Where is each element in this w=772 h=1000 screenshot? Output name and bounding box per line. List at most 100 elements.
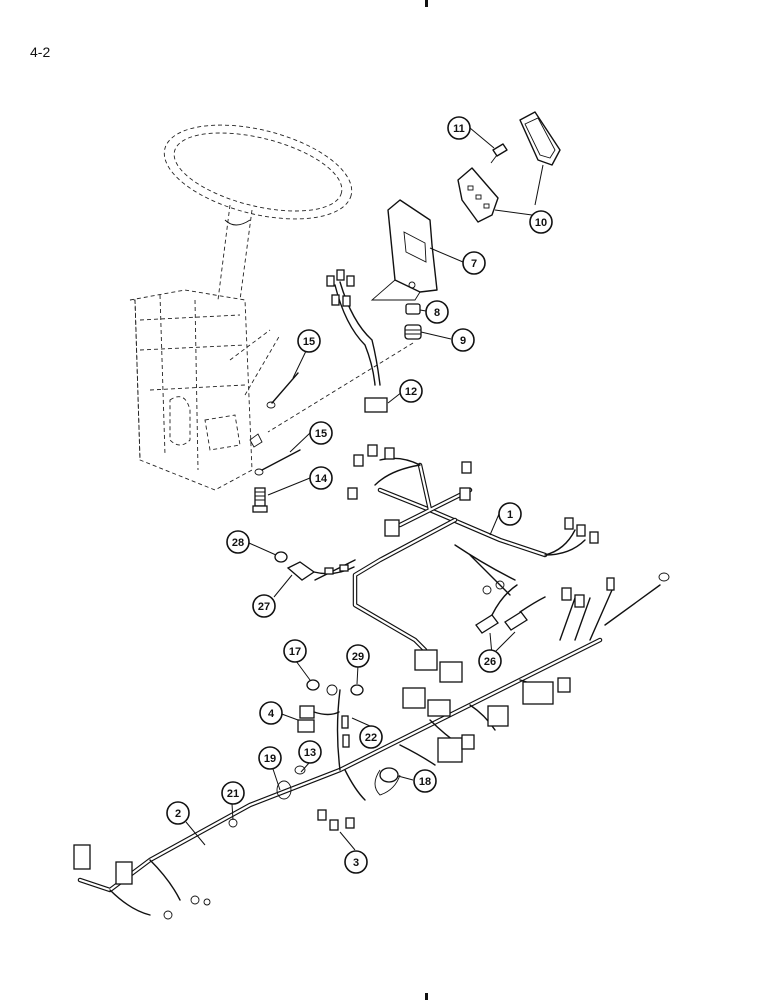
callout-circle [221, 781, 245, 805]
callout-2: 2 [166, 801, 190, 825]
steering-wheel [163, 124, 353, 301]
callout-number: 22 [365, 732, 377, 744]
sensor-pair [475, 580, 546, 634]
callout-number: 19 [264, 753, 276, 765]
callout-18: 18 [413, 769, 437, 793]
lock-nut [350, 684, 364, 696]
callout-circle [252, 594, 276, 618]
callout-number: 21 [227, 788, 239, 800]
callout-number: 26 [484, 656, 496, 668]
callout-circle [451, 328, 475, 352]
instrument-cluster-lens [519, 111, 561, 166]
registration-mark-bottom [425, 993, 428, 1000]
diode-connectors [317, 809, 355, 831]
callout-number: 8 [434, 307, 440, 319]
rubber-grommet [404, 324, 422, 340]
switch-nut [274, 551, 288, 563]
instrument-cluster-connector [457, 167, 499, 223]
cable-strap-lower [254, 449, 301, 476]
ring-terminal [326, 684, 338, 696]
callout-number: 4 [268, 708, 275, 720]
callout-28: 28 [226, 530, 250, 554]
callout-8: 8 [425, 300, 449, 324]
callout-number: 2 [175, 808, 181, 820]
callout-7: 7 [462, 251, 486, 275]
callout-29: 29 [346, 644, 370, 668]
callout-1: 1 [498, 502, 522, 526]
callout-circle [447, 116, 471, 140]
callout-circle [462, 251, 486, 275]
callout-circle [478, 649, 502, 673]
cab-wiring-harness [314, 444, 599, 653]
callout-circle [346, 644, 370, 668]
callout-circle [498, 502, 522, 526]
harness-clip [341, 715, 350, 748]
relay-connector [297, 705, 340, 733]
callout-number: 10 [535, 217, 547, 229]
callout-circle [283, 639, 307, 663]
callout-circle [425, 300, 449, 324]
callout-circle [298, 740, 322, 764]
callout-17: 17 [283, 639, 307, 663]
pressure-switch [286, 561, 355, 581]
callout-circle [258, 746, 282, 770]
chassis-wiring-harness [73, 637, 603, 920]
callout-26: 26 [478, 649, 502, 673]
callout-group: 11 10 7 8 9 15 12 15 14 1 28 27 26 17 29 4 22 19 13 18 21 2 3 [166, 116, 553, 874]
cable-tie [276, 780, 292, 800]
callout-number: 11 [453, 123, 465, 135]
callout-circle [166, 801, 190, 825]
callout-circle [399, 379, 423, 403]
callout-number: 9 [460, 335, 466, 347]
callout-19: 19 [258, 746, 282, 770]
callout-number: 1 [507, 509, 513, 521]
callout-27: 27 [252, 594, 276, 618]
callout-21: 21 [221, 781, 245, 805]
callout-number: 13 [304, 747, 316, 759]
callout-circle [309, 421, 333, 445]
callout-10: 10 [529, 210, 553, 234]
callout-circle [309, 466, 333, 490]
page-number: 4-2 [30, 44, 51, 60]
callout-3: 3 [344, 850, 368, 874]
cable-strap-upper [266, 372, 299, 409]
callout-circle [297, 329, 321, 353]
callout-14: 14 [309, 466, 333, 490]
callout-22: 22 [359, 725, 383, 749]
harness-grommet [228, 818, 238, 828]
callout-number: 3 [353, 857, 359, 869]
ground-terminal [294, 765, 306, 775]
callout-number: 14 [315, 473, 328, 485]
callout-circle [359, 725, 383, 749]
callout-circle [529, 210, 553, 234]
key-switch-wiring [326, 269, 388, 413]
callout-number: 15 [303, 336, 315, 348]
callout-11: 11 [447, 116, 471, 140]
callout-circle [226, 530, 250, 554]
callout-4: 4 [259, 701, 283, 725]
leader-lines [185, 127, 544, 851]
callout-12: 12 [399, 379, 423, 403]
callout-circle [259, 701, 283, 725]
callout-9: 9 [451, 328, 475, 352]
steering-console [129, 289, 281, 491]
registration-mark-top [425, 0, 428, 7]
callout-number: 28 [232, 537, 244, 549]
ground-bolt [252, 487, 268, 513]
callout-15-upper: 15 [297, 329, 321, 353]
callout-number: 29 [352, 651, 364, 663]
callout-number: 15 [315, 428, 327, 440]
callout-15-lower: 15 [309, 421, 333, 445]
callout-13: 13 [298, 740, 322, 764]
callout-number: 7 [471, 258, 477, 270]
bushing [405, 303, 421, 315]
callout-number: 12 [405, 386, 417, 398]
right-side-wires [559, 572, 670, 641]
mounting-screw [490, 143, 508, 164]
bracket-clamp [374, 767, 401, 796]
callout-number: 17 [289, 646, 301, 658]
hex-nut [306, 679, 320, 691]
callout-circle [344, 850, 368, 874]
